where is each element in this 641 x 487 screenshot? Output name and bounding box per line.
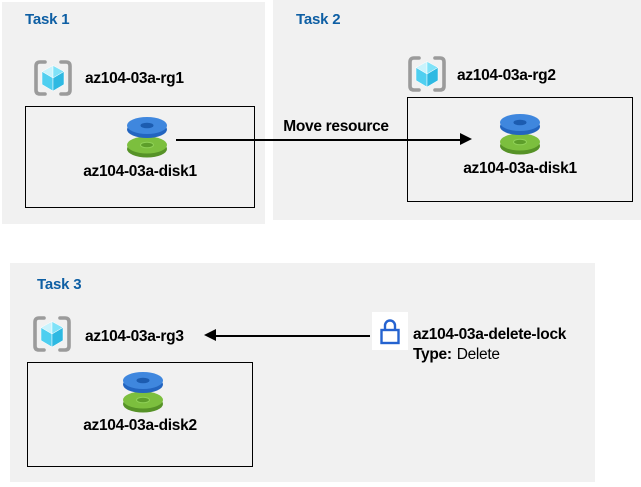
task1-title: Task 1 (25, 11, 70, 28)
task2-resource-box (407, 97, 633, 202)
task1-resource-group-label: az104-03a-rg1 (85, 70, 184, 87)
task3-resource-group-label: az104-03a-rg3 (85, 328, 184, 345)
task1-disk-label: az104-03a-disk1 (83, 163, 197, 180)
task1-resource-box (25, 106, 255, 208)
task1-panel (2, 2, 265, 224)
task3-disk-label: az104-03a-disk2 (83, 417, 197, 434)
disk-icon (121, 371, 165, 418)
resource-group-icon (405, 53, 449, 100)
lock-type-value: Delete (456, 346, 500, 363)
resource-group-icon (31, 57, 75, 104)
task2-panel (273, 0, 641, 220)
lock-icon (378, 317, 402, 351)
disk-icon (125, 116, 169, 163)
move-arrow-line (176, 139, 462, 141)
delete-lock-name: az104-03a-delete-lock (413, 326, 567, 343)
delete-lock-type: Type:Delete (413, 346, 500, 364)
move-resource-label: Move resource (283, 118, 389, 135)
lock-arrow-line (216, 335, 370, 337)
task3-title: Task 3 (37, 276, 82, 293)
task2-disk-label: az104-03a-disk1 (463, 160, 577, 177)
task3-panel (10, 263, 595, 482)
task2-title: Task 2 (296, 11, 341, 28)
task2-resource-group-label: az104-03a-rg2 (457, 67, 556, 84)
lock-arrow-head-icon (204, 329, 216, 341)
task3-resource-box (27, 362, 253, 467)
disk-icon (498, 113, 542, 160)
resource-group-icon (30, 313, 74, 360)
move-arrow-head-icon (460, 133, 472, 145)
lock-type-label: Type: (413, 346, 452, 363)
